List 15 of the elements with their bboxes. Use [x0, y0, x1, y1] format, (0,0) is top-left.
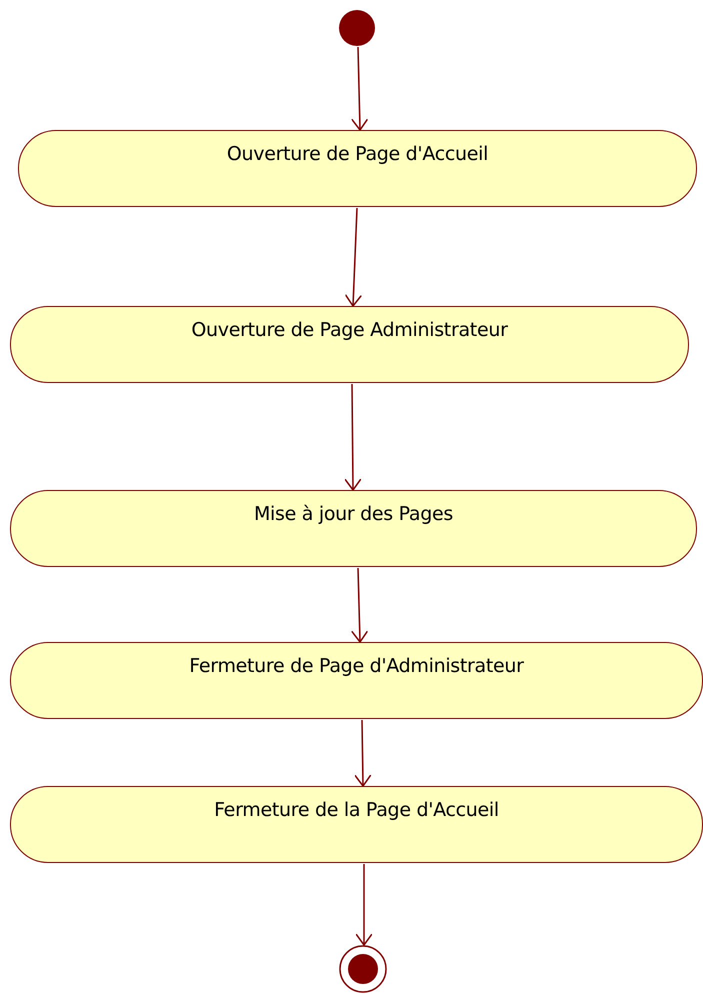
- activity-label: Ouverture de Page d'Accueil: [226, 143, 488, 165]
- activity-label: Mise à jour des Pages: [254, 503, 454, 525]
- activity-box: [10, 786, 703, 863]
- activity-label: Fermeture de Page d'Administrateur: [189, 655, 524, 677]
- end-node: [339, 945, 387, 993]
- activity-label: Fermeture de la Page d'Accueil: [214, 799, 499, 821]
- arrow: [344, 384, 362, 491]
- arrow: [354, 720, 372, 787]
- arrow: [350, 46, 368, 131]
- start-node: [339, 10, 375, 46]
- arrow: [344, 208, 362, 307]
- arrow: [355, 864, 373, 946]
- arrow: [350, 568, 368, 643]
- activity-label: Ouverture de Page Administrateur: [191, 319, 508, 341]
- activity-box: [10, 642, 703, 719]
